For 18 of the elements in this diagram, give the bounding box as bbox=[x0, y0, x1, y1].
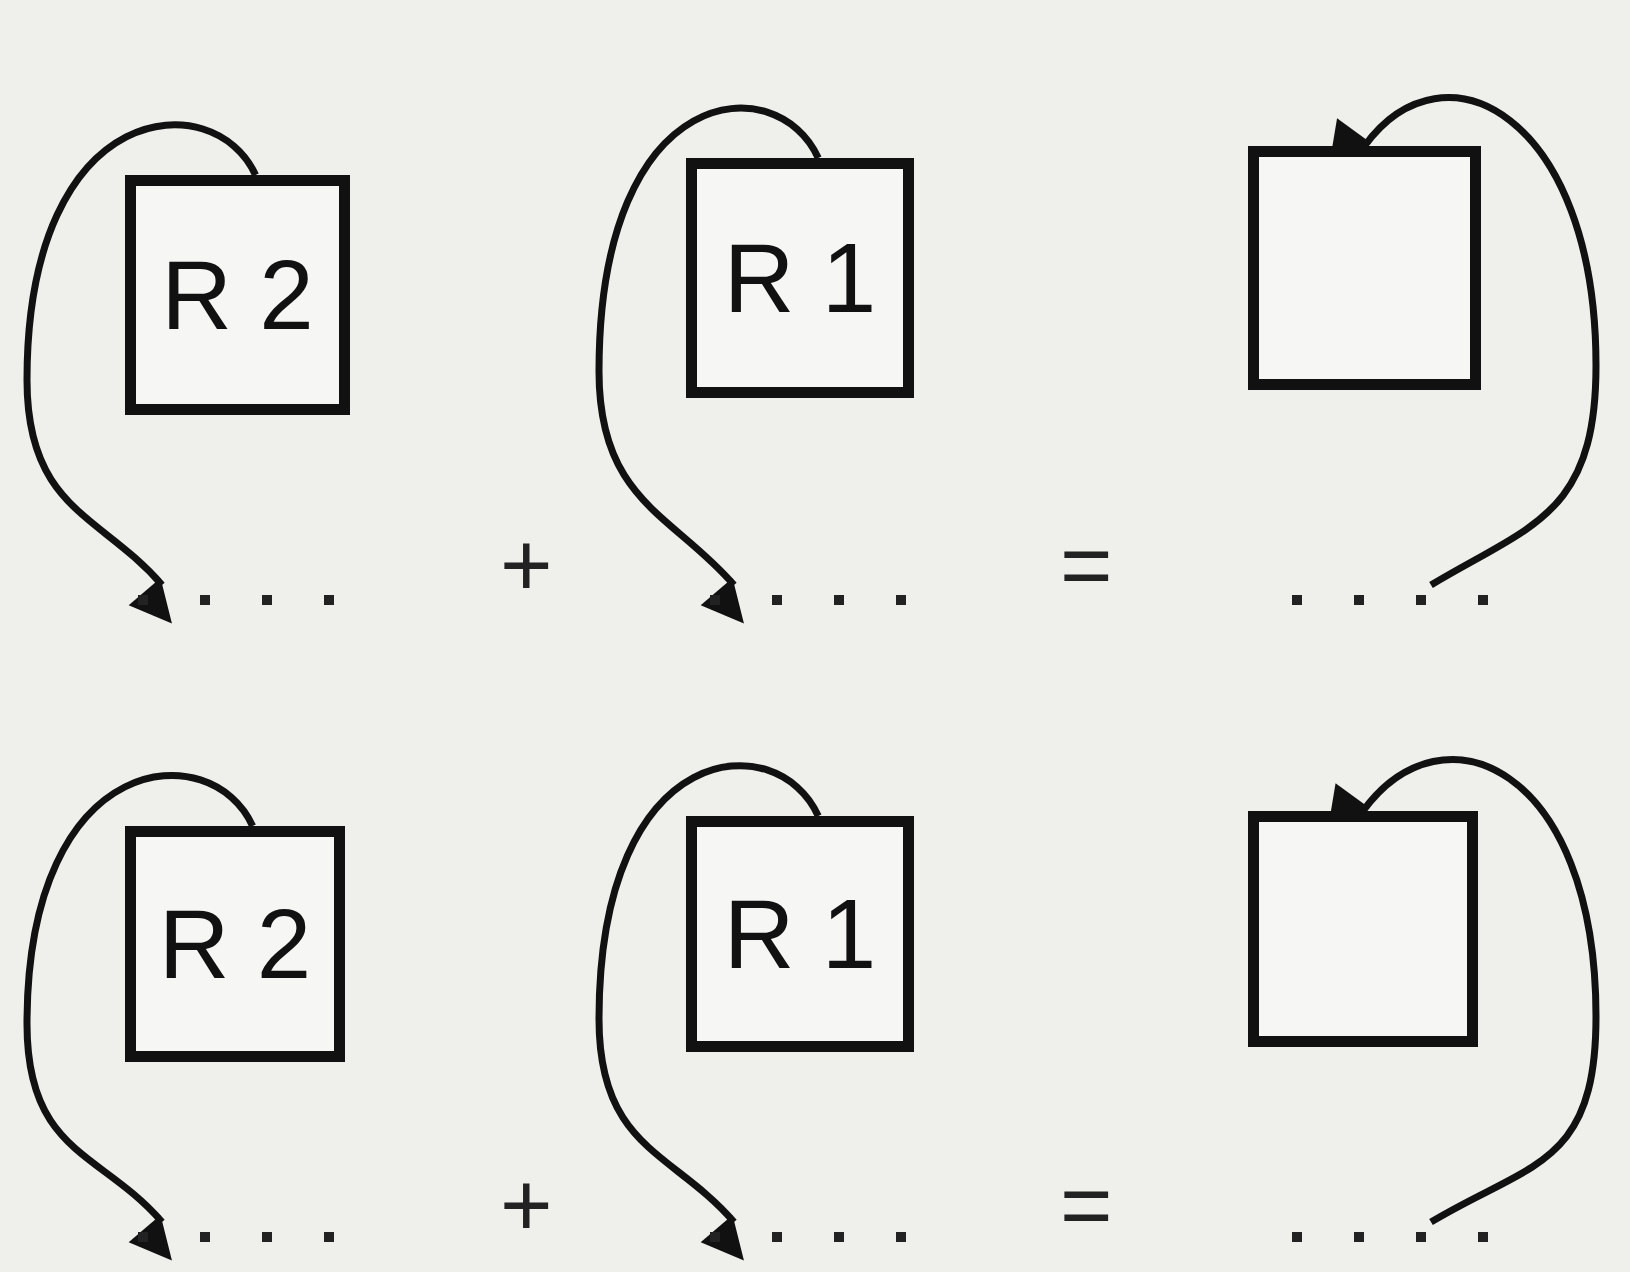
math-operator: + bbox=[500, 1160, 553, 1250]
answer-box bbox=[1248, 146, 1481, 390]
box-label: R 1 bbox=[723, 221, 877, 335]
curved-arrow bbox=[595, 104, 822, 624]
math-operator: = bbox=[1060, 520, 1113, 610]
box-label: R 2 bbox=[158, 887, 312, 1001]
labeled-box bbox=[686, 816, 914, 1052]
labeled-box bbox=[686, 158, 914, 398]
curved-arrow bbox=[23, 772, 256, 1260]
curved-arrow bbox=[595, 762, 822, 1260]
math-operator: = bbox=[1060, 1160, 1113, 1250]
box-label: R 2 bbox=[161, 238, 314, 352]
math-operator: + bbox=[500, 520, 553, 610]
labeled-box bbox=[125, 175, 350, 415]
curved-arrow bbox=[23, 121, 259, 623]
answer-box bbox=[1248, 811, 1478, 1047]
labeled-box bbox=[125, 826, 345, 1062]
box-label: R 1 bbox=[723, 877, 877, 991]
